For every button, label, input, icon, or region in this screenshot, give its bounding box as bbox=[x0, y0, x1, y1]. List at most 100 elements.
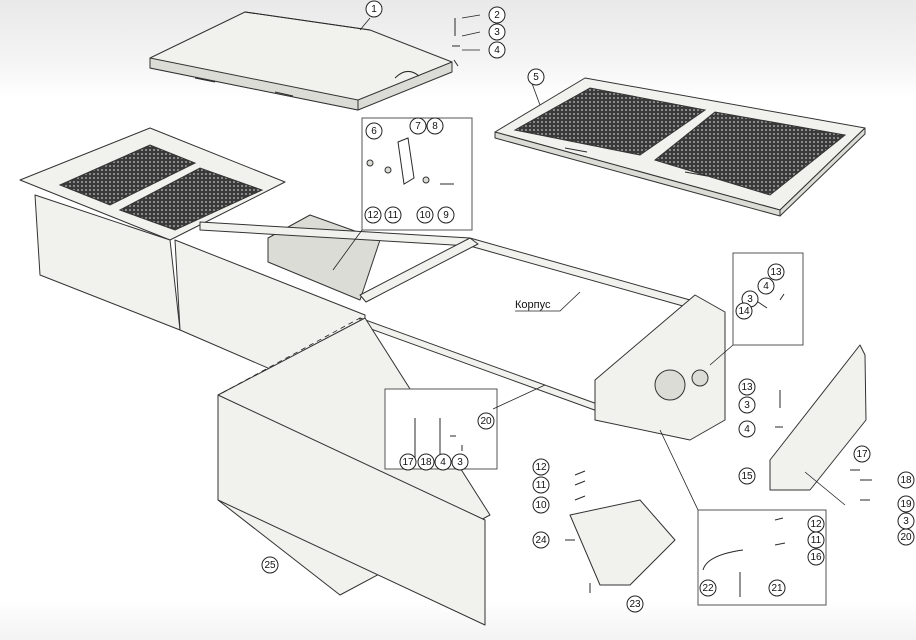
callout-circle bbox=[488, 6, 506, 24]
callout-c23: 23 bbox=[626, 595, 644, 613]
mesh-screen-frame-part bbox=[494, 77, 866, 217]
callout-label: 20 bbox=[480, 416, 492, 427]
callout-label: 3 bbox=[744, 400, 750, 411]
callout-circle bbox=[416, 206, 434, 224]
callout-c10b: 10 bbox=[532, 496, 550, 514]
link-detail-box bbox=[697, 509, 827, 606]
callout-label: 17 bbox=[856, 449, 868, 460]
door-part bbox=[769, 344, 867, 491]
top-cover-part bbox=[149, 11, 453, 111]
callout-c17a: 17 bbox=[853, 445, 871, 463]
callout-label: 3 bbox=[747, 294, 753, 305]
callout-c13a: 13 bbox=[767, 263, 785, 281]
callout-circle bbox=[488, 23, 506, 41]
callout-circle bbox=[261, 556, 279, 574]
callout-c9: 9 bbox=[437, 206, 455, 224]
callout-label: 8 bbox=[432, 121, 438, 132]
callout-circle bbox=[451, 453, 469, 471]
callout-label: 9 bbox=[443, 210, 449, 221]
callout-circle bbox=[384, 206, 402, 224]
callout-label: 11 bbox=[388, 210, 399, 221]
callout-c3a: 3 bbox=[488, 23, 506, 41]
callout-circle bbox=[807, 531, 825, 549]
callout-label: 11 bbox=[811, 535, 822, 546]
callout-label: 5 bbox=[533, 72, 539, 83]
callout-label: 20 bbox=[900, 532, 912, 543]
callout-circle bbox=[699, 579, 717, 597]
callout-circle bbox=[399, 453, 417, 471]
callout-label: 19 bbox=[900, 499, 912, 510]
side-panel-part bbox=[217, 317, 491, 626]
callout-c20b: 20 bbox=[477, 412, 495, 430]
callout-circle bbox=[365, 0, 383, 18]
callout-c21: 21 bbox=[768, 579, 786, 597]
callout-circle bbox=[417, 453, 435, 471]
callout-label: 13 bbox=[770, 267, 782, 278]
callout-circle bbox=[437, 206, 455, 224]
callout-c4b: 4 bbox=[757, 277, 775, 295]
callout-c18b: 18 bbox=[417, 453, 435, 471]
callout-label: 4 bbox=[763, 281, 769, 292]
callout-c12b: 12 bbox=[532, 458, 550, 476]
callout-label: 25 bbox=[264, 560, 276, 571]
callout-c2: 2 bbox=[488, 6, 506, 24]
callout-label: 10 bbox=[535, 500, 547, 511]
callout-circle bbox=[768, 579, 786, 597]
callout-c11c: 11 bbox=[807, 531, 825, 549]
callout-circle bbox=[738, 420, 756, 438]
leader-lines bbox=[332, 14, 846, 511]
callout-label: 10 bbox=[419, 210, 431, 221]
callout-label: 4 bbox=[744, 424, 750, 435]
callout-c6: 6 bbox=[365, 122, 383, 140]
callout-circle bbox=[426, 117, 444, 135]
callout-label: 17 bbox=[402, 457, 414, 468]
callout-label: 4 bbox=[494, 45, 500, 56]
callout-circle bbox=[532, 496, 550, 514]
assembly-label-leader bbox=[515, 291, 581, 312]
callout-c12a: 12 bbox=[364, 206, 382, 224]
callout-label: 4 bbox=[440, 457, 446, 468]
callout-c7: 7 bbox=[409, 117, 427, 135]
callout-label: 13 bbox=[741, 382, 753, 393]
callout-c10a: 10 bbox=[416, 206, 434, 224]
callout-label: 16 bbox=[810, 552, 822, 563]
callout-circle bbox=[488, 41, 506, 59]
callout-circle bbox=[532, 476, 550, 494]
callout-c22: 22 bbox=[699, 579, 717, 597]
callout-c24: 24 bbox=[532, 531, 550, 549]
callout-label: 12 bbox=[535, 462, 547, 473]
main-body-part bbox=[19, 127, 726, 441]
callout-circle bbox=[897, 528, 915, 546]
callout-label: 14 bbox=[738, 306, 750, 317]
callout-circle bbox=[626, 595, 644, 613]
callout-c4a: 4 bbox=[488, 41, 506, 59]
callout-label: 7 bbox=[415, 121, 421, 132]
hardware-details bbox=[366, 18, 872, 597]
bottom-bracket-part bbox=[569, 499, 676, 586]
callout-label: 18 bbox=[900, 475, 912, 486]
callout-c19: 19 bbox=[897, 495, 915, 513]
callout-circle bbox=[738, 396, 756, 414]
callout-label: 11 bbox=[536, 480, 547, 491]
callout-circle bbox=[738, 467, 756, 485]
callout-c5: 5 bbox=[527, 68, 545, 86]
callout-c4c: 4 bbox=[738, 420, 756, 438]
callout-c20a: 20 bbox=[897, 528, 915, 546]
callout-c14: 14 bbox=[735, 302, 753, 320]
callout-circle bbox=[738, 378, 756, 396]
callout-label: 21 bbox=[771, 583, 783, 594]
callout-c11a: 11 bbox=[384, 206, 402, 224]
callout-label: 23 bbox=[629, 599, 641, 610]
callout-circle bbox=[757, 277, 775, 295]
callout-c18a: 18 bbox=[897, 471, 915, 489]
callout-label: 18 bbox=[420, 457, 432, 468]
callout-circle bbox=[434, 453, 452, 471]
callout-circle bbox=[527, 68, 545, 86]
callout-label: 12 bbox=[810, 519, 822, 530]
callout-circle bbox=[767, 263, 785, 281]
callout-circle bbox=[409, 117, 427, 135]
callout-c4d: 4 bbox=[434, 453, 452, 471]
callout-circle bbox=[853, 445, 871, 463]
